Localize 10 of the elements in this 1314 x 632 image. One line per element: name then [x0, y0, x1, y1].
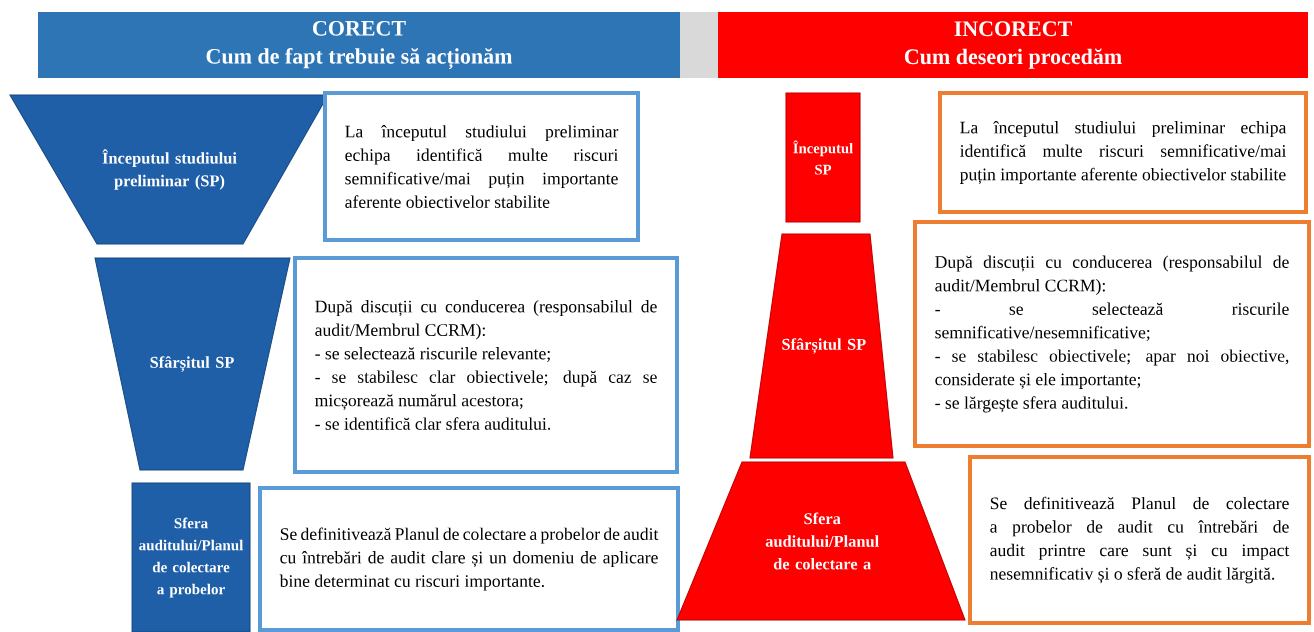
text-box: Se definitivează Planul de colectare a probelor de audit cu întrebări de audit printre care sunt și cu impact nesemnificativ și o sferă de audit lărgită. — [968, 455, 1311, 625]
label-block: Sfera auditului/Planul de colectare a probelor — [131, 482, 251, 632]
text-box: După discuții cu conducerea (responsabilul de audit/Membrul CCRM): - se selectează riscurile relevante; - se stabilesc clar obiectivele; după caz se micșorează numărul acestora; - se identifică clar sfera auditului. — [293, 256, 679, 474]
text-box: La începutul studiului preliminar echipa identifică multe riscuri semnificative/mai puțin importante aferente obiectivelor stabilite — [938, 91, 1308, 214]
header-band: CORECT Cum de fapt trebuie să acționăm — [38, 12, 680, 78]
text-box: La începutul studiului preliminar echipa identifică multe riscuri semnificative/mai puțin importante aferente obiectivelor stabilite — [323, 91, 640, 242]
text-box: Se definitivează Planul de colectare a probelor de audit cu întrebări de audit clare și un domeniu de aplicare bine determinat cu riscuri importante. — [258, 486, 680, 632]
label-block: Începutul SP — [785, 92, 861, 223]
header-band: INCORECT Cum deseori procedăm — [718, 12, 1308, 78]
text-box: După discuții cu conducerea (responsabilul de audit/Membrul CCRM): - se selectează riscurile semnificative/nesemnificative; - se stabilesc obiectivele; apar noi obiective, considerate și ele importante; - se lărgește sfera auditului. — [913, 220, 1311, 448]
